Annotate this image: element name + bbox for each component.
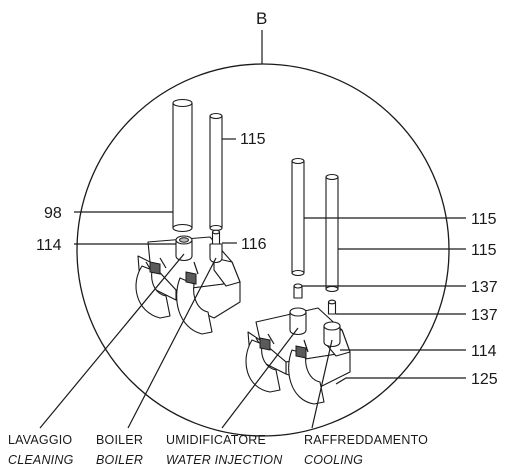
callout-115-right-a: 115: [471, 211, 497, 228]
leader-boiler: [127, 257, 217, 429]
callout-137-a: 137: [471, 279, 498, 296]
right-nozzle-b: [323, 299, 341, 348]
leader-water-injection: [221, 327, 299, 429]
right-nozzle-a: [289, 283, 307, 336]
callout-116: 116: [241, 236, 267, 253]
caption-water-injection: WATER INJECTION: [166, 453, 283, 467]
caption-cleaning: CLEANING: [8, 453, 74, 467]
caption-raffreddamento: RAFFREDDAMENTO: [304, 433, 428, 447]
detail-circle: [76, 63, 450, 437]
caption-lavaggio: LAVAGGIO: [8, 433, 72, 447]
left-tube-short: [209, 112, 223, 232]
callout-114-left: 114: [36, 237, 62, 254]
callout-98: 98: [44, 205, 62, 222]
left-nozzle-small: [209, 229, 223, 264]
callout-137-b: 137: [471, 307, 498, 324]
caption-boiler-it: BOILER: [96, 433, 143, 447]
detail-letter: B: [256, 9, 267, 28]
caption-boiler-en: BOILER: [96, 453, 143, 467]
leader-cooling: [311, 339, 333, 429]
caption-umidificatore: UMIDIFICATORE: [166, 433, 266, 447]
callout-115-right-b: 115: [471, 242, 497, 259]
leader-cleaning: [39, 253, 185, 429]
right-tube-a: [291, 157, 305, 277]
callout-115-top: 115: [240, 131, 266, 148]
leader-lines: [39, 138, 466, 429]
caption-cooling: COOLING: [304, 453, 363, 467]
right-tube-b: [325, 173, 339, 293]
leader-125: [335, 377, 466, 385]
callout-114-right: 114: [471, 343, 497, 360]
left-nozzle-large: [175, 235, 193, 262]
callout-125: 125: [471, 371, 498, 388]
right-manifold-block: [245, 307, 351, 405]
left-tube-long: [172, 98, 193, 233]
